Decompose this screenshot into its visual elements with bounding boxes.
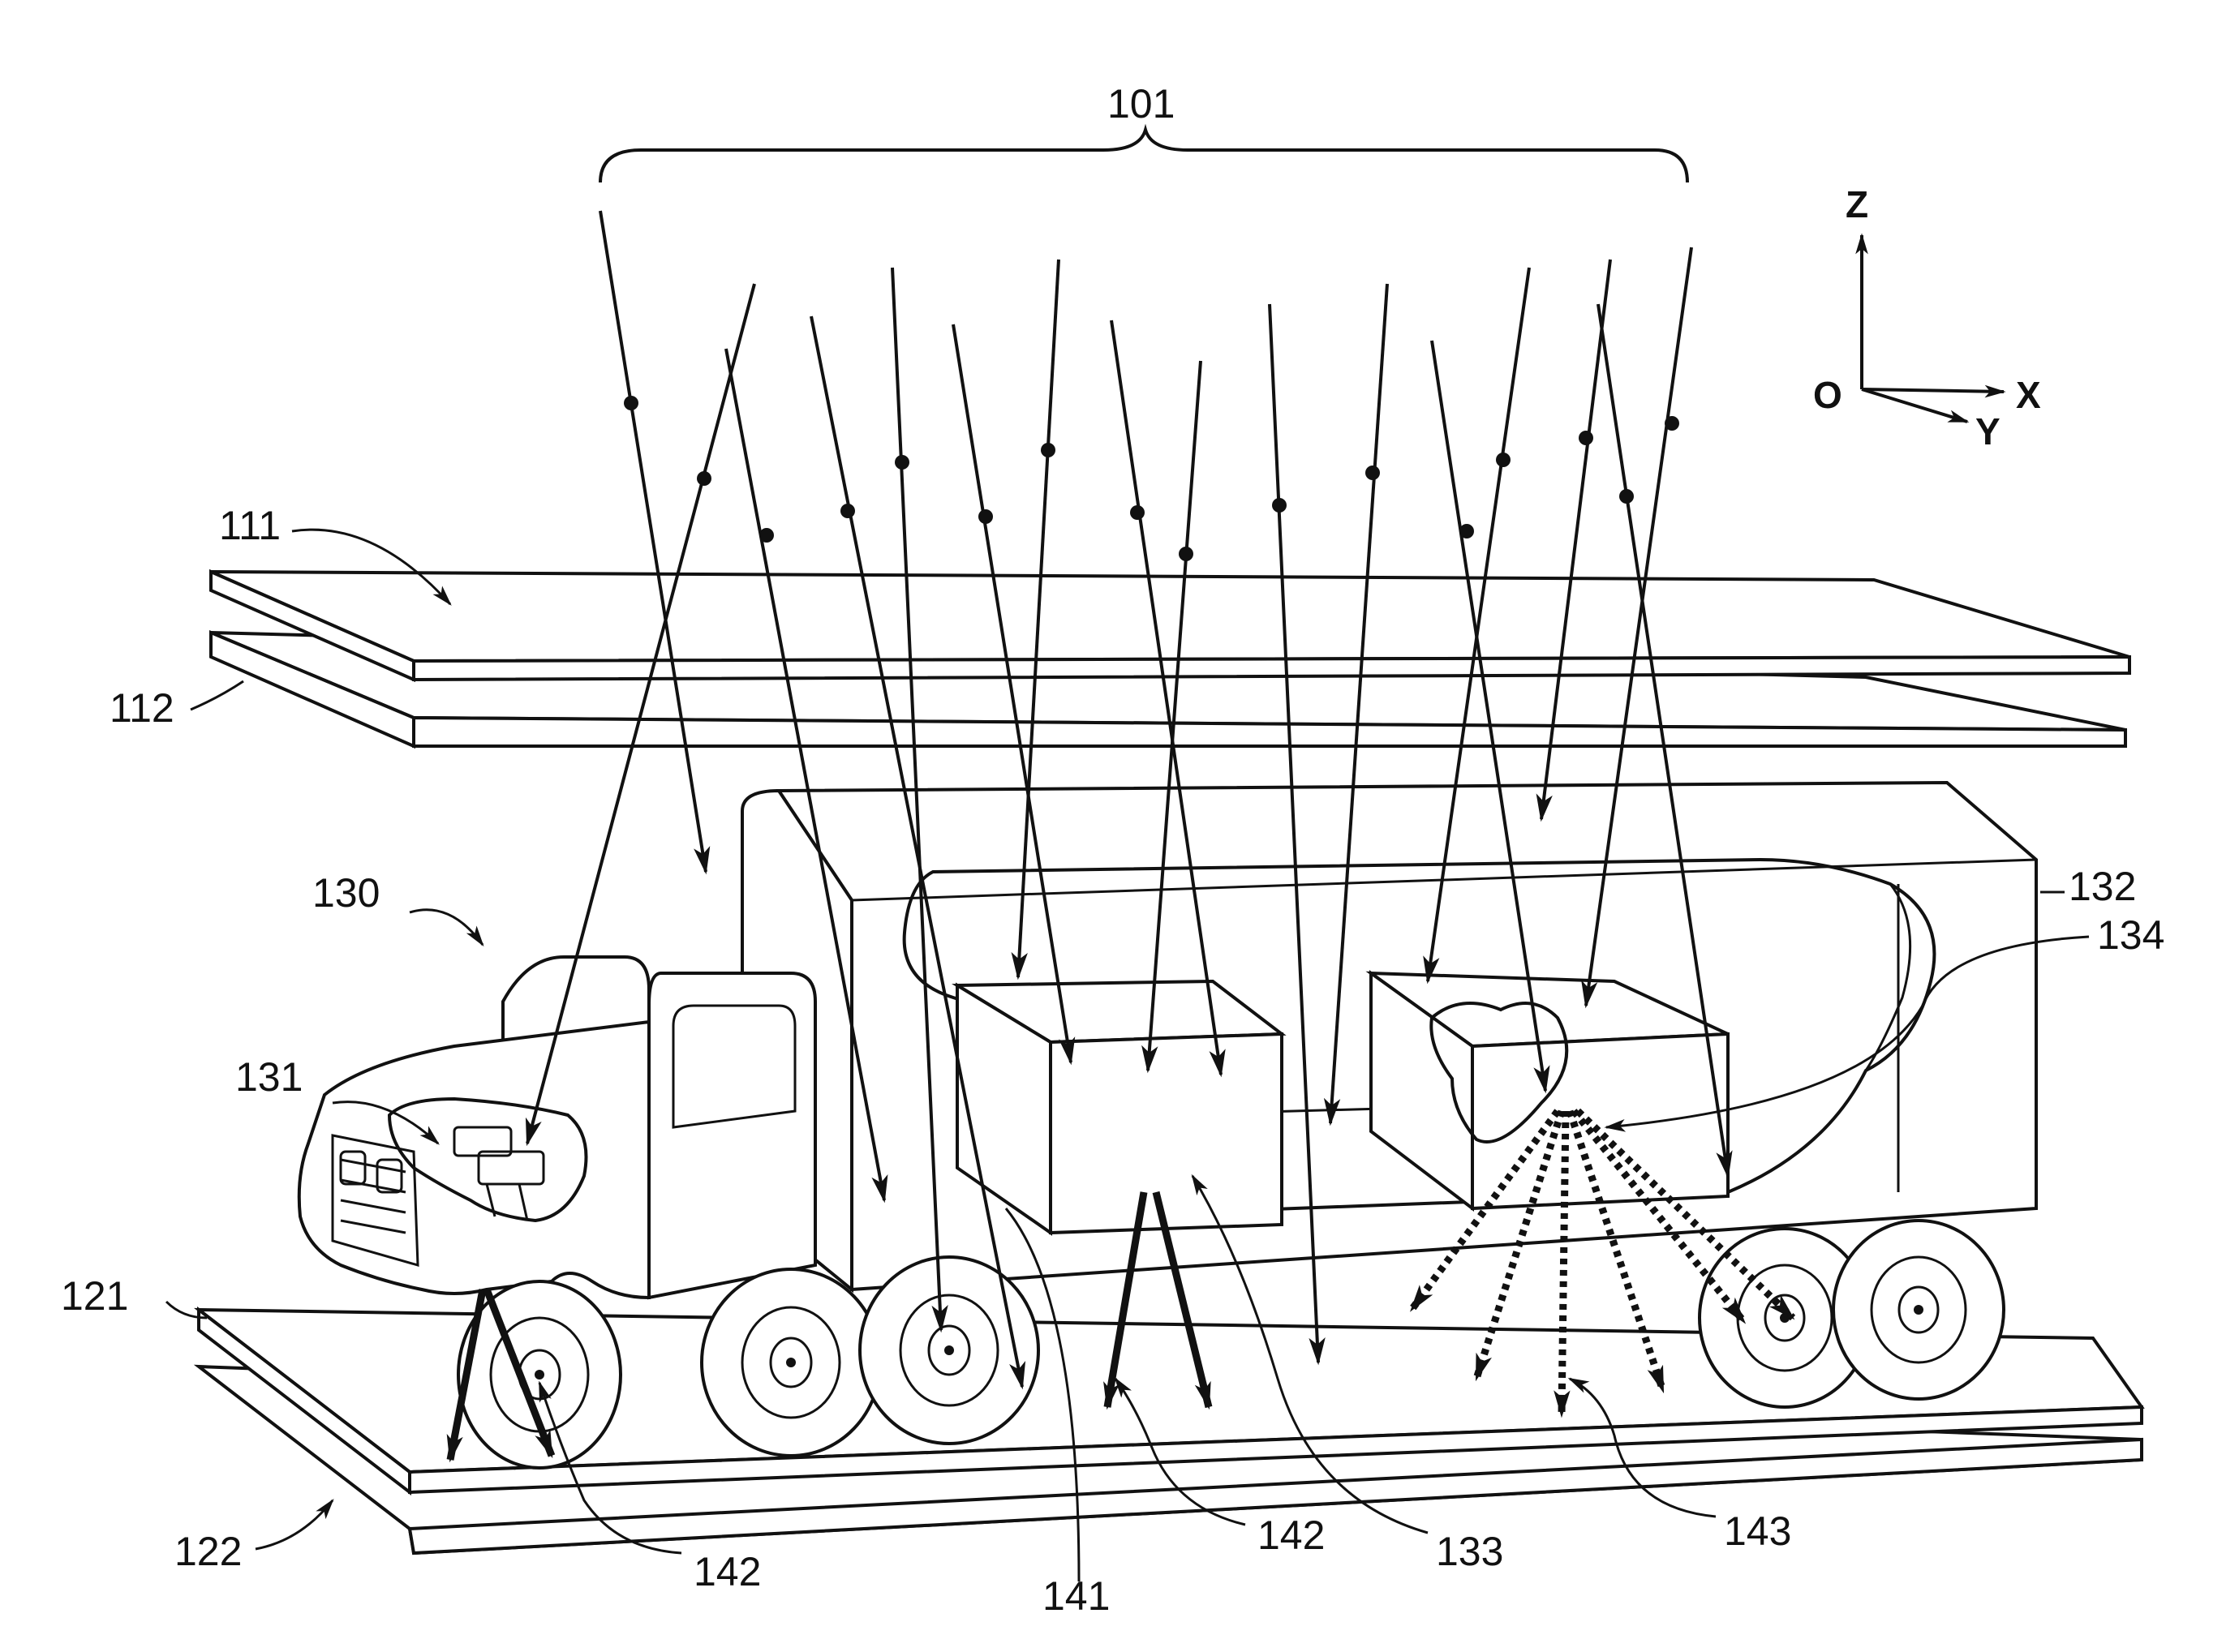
wheel-front xyxy=(458,1281,621,1468)
axis-origin-label: O xyxy=(1813,374,1842,416)
label-112: 112 xyxy=(110,685,174,731)
detector-plane-111 xyxy=(211,572,2129,680)
label-133: 133 xyxy=(1436,1529,1503,1574)
cargo-box-134 xyxy=(1371,973,1728,1208)
label-142-center: 142 xyxy=(1257,1513,1325,1558)
label-121: 121 xyxy=(61,1273,128,1319)
cab xyxy=(299,957,815,1298)
label-134: 134 xyxy=(2097,912,2164,958)
label-141: 141 xyxy=(1042,1573,1110,1619)
label-143: 143 xyxy=(1724,1508,1791,1554)
axis-z-label: Z xyxy=(1846,183,1868,225)
coordinate-axes: Z O X Y xyxy=(1813,183,2041,453)
cargo-box-133 xyxy=(957,981,1282,1233)
label-131: 131 xyxy=(235,1054,303,1100)
ray-bundle-brace xyxy=(600,130,1687,182)
axis-y-label: Y xyxy=(1975,410,2000,453)
label-142-left: 142 xyxy=(694,1549,761,1594)
label-130: 130 xyxy=(312,870,380,916)
label-122: 122 xyxy=(174,1529,242,1574)
wheel-3 xyxy=(860,1257,1038,1444)
label-132: 132 xyxy=(2069,864,2136,909)
axis-x-label: X xyxy=(2016,374,2041,416)
label-101: 101 xyxy=(1107,81,1175,127)
label-111: 111 xyxy=(219,503,281,548)
wheel-2 xyxy=(702,1269,880,1456)
wheel-5 xyxy=(1833,1221,2004,1399)
